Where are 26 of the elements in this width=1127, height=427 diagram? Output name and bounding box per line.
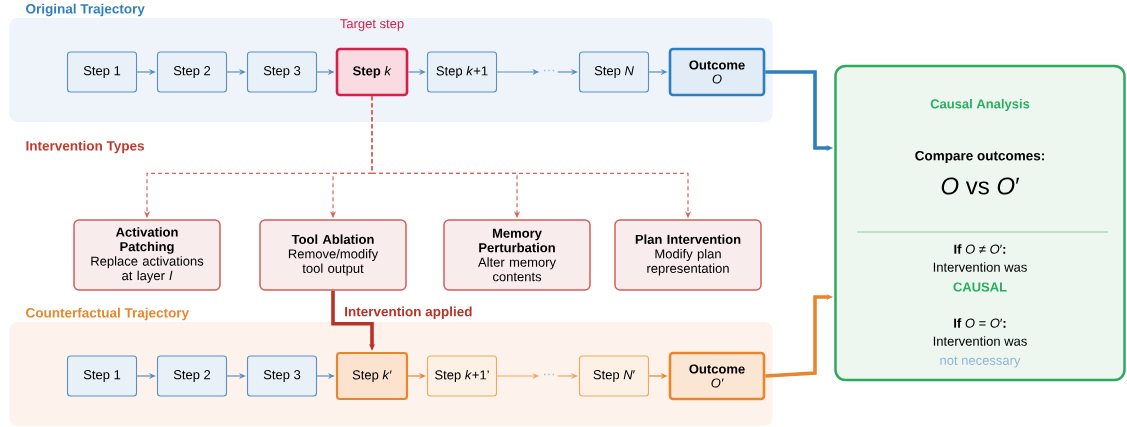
analysis-panel: Causal Analysis Compare outcomes: O vs O′ If O ≠ O′: Intervention was CAUSAL If O = O′: Intervention was not necessary xyxy=(834,64,1126,382)
step-box: Step 3 xyxy=(246,51,318,93)
step-box: Step 2 xyxy=(156,51,228,93)
step-caption: Target step xyxy=(340,19,404,31)
node-label: Counterfactual Trajectory xyxy=(26,307,190,321)
edge-label: Intervention applied xyxy=(343,305,474,321)
step-box: Step 2 xyxy=(156,355,228,397)
step-box: Step 3 xyxy=(246,355,318,397)
step-box: Step N′ xyxy=(578,355,650,397)
outcome-box: Outcome O′ xyxy=(668,351,766,401)
intervention-box: Activation Patching Replace activations at layer l xyxy=(73,219,221,291)
step-box: Step k xyxy=(335,47,409,97)
step-box: Step k′ xyxy=(335,351,409,401)
ellipsis: ··· xyxy=(544,373,554,376)
step-box: Step k+1’ xyxy=(426,355,498,397)
step-box: Step k+1 xyxy=(426,51,498,93)
section-heading: Intervention Types xyxy=(26,140,145,154)
ellipsis: ··· xyxy=(544,69,554,72)
node-label: Original Trajectory xyxy=(26,3,145,17)
step-box: Step 1 xyxy=(66,51,138,93)
intervention-box: Memory Perturbation Alter memory contents xyxy=(443,219,591,291)
intervention-box: Tool Ablation Remove/modify tool output xyxy=(259,219,407,291)
step-box: Step N xyxy=(578,51,650,93)
intervention-box: Plan Intervention Modify plan representation xyxy=(614,219,762,291)
step-box: Step 1 xyxy=(66,355,138,397)
outcome-box: Outcome O xyxy=(668,47,766,97)
